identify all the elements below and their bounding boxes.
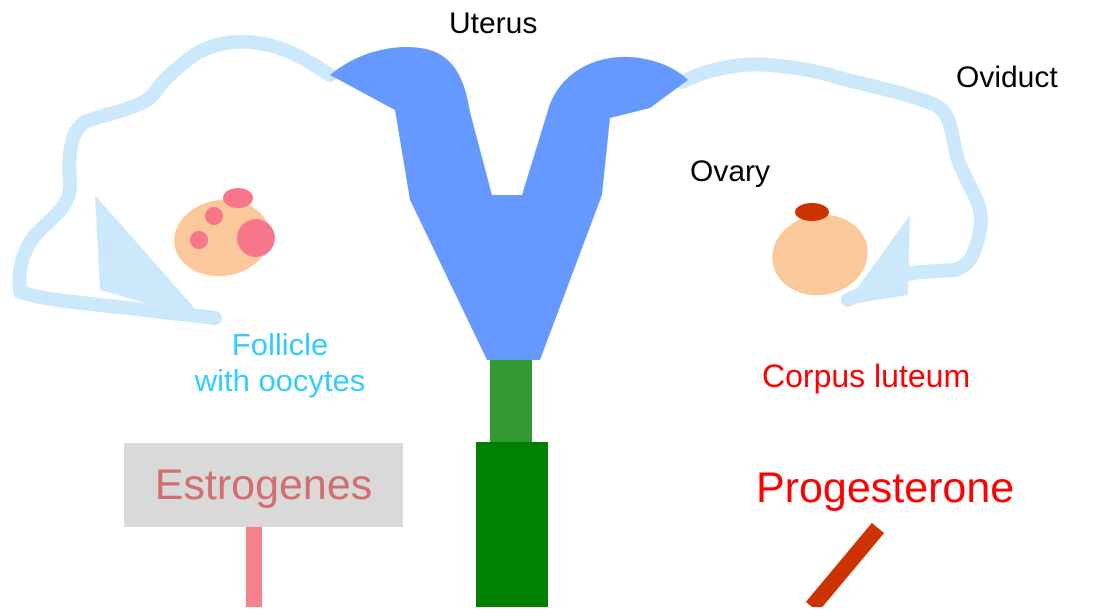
follicle xyxy=(205,207,223,225)
follicle-label-line2: with oocytes xyxy=(165,363,395,399)
follicle xyxy=(190,231,208,249)
vagina xyxy=(476,442,548,607)
follicle xyxy=(237,219,275,257)
uterus-label: Uterus xyxy=(449,7,537,42)
ovary-label: Ovary xyxy=(690,155,770,190)
follicle xyxy=(223,188,253,208)
progesterone-line xyxy=(812,528,878,607)
follicle-label: Follicle with oocytes xyxy=(165,327,395,398)
oviduct-label: Oviduct xyxy=(956,61,1058,96)
corpus-luteum-label: Corpus luteum xyxy=(762,358,970,395)
left-ovary xyxy=(169,188,275,282)
corpus-luteum xyxy=(795,203,829,221)
cervix xyxy=(490,360,532,444)
progesterone-label: Progesterone xyxy=(756,464,1014,513)
uterus xyxy=(330,47,688,360)
left-oviduct xyxy=(19,42,330,320)
estrogen-line xyxy=(246,526,262,607)
follicle-label-line1: Follicle xyxy=(165,327,395,363)
estrogenes-box: Estrogenes xyxy=(124,443,403,527)
estrogenes-label: Estrogenes xyxy=(155,461,373,510)
